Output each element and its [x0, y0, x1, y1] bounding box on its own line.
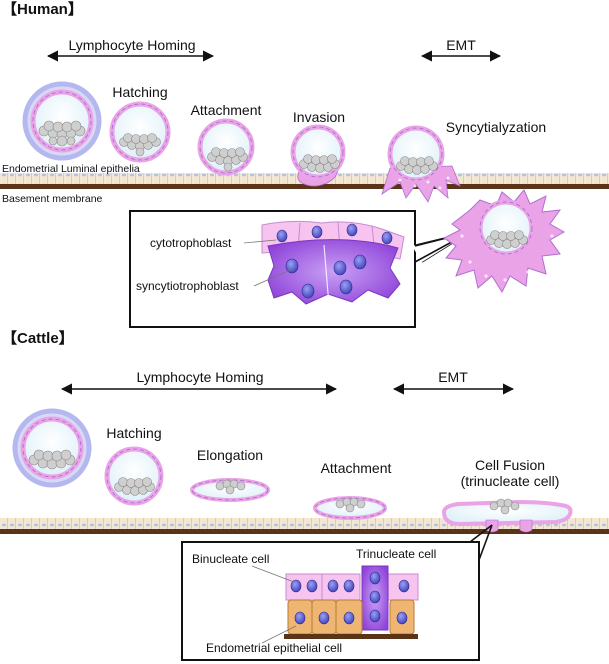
human-inset-nuclei [276, 223, 393, 299]
human-inset-enlarged-syncytialyzation [443, 189, 566, 294]
cattle-inset-label-binucleate: Binucleate cell [192, 552, 269, 566]
human-lymphocyte-homing-arrow: Lymphocyte Homing [46, 37, 215, 62]
human-stage-label-syncytialyzation: Syncytialyzation [446, 119, 546, 135]
cattle-lymphocyte-homing-label: Lymphocyte Homing [136, 369, 263, 385]
cattle-emt-arrow: EMT [392, 369, 515, 395]
cattle-stage-label-elongation: Elongation [197, 447, 263, 463]
cattle-stage-label-cell-fusion: Cell Fusion [475, 457, 545, 473]
human-blastocyst-syncytialyzation [381, 125, 461, 203]
human-basement-membrane-label: Basement membrane [2, 193, 103, 205]
human-stage-label-hatching: Hatching [112, 84, 167, 100]
cattle-endometrial-epithelium [0, 518, 609, 534]
human-stage-label-invasion: Invasion [293, 109, 345, 125]
human-lymphocyte-homing-label: Lymphocyte Homing [68, 37, 195, 53]
cattle-stage-label-hatching: Hatching [106, 425, 161, 441]
human-epithelium-label: Endometrial Luminal epithelia [2, 163, 140, 175]
cattle-stage-label-trinucleate: (trinucleate cell) [461, 473, 560, 489]
cattle-emt-label: EMT [438, 369, 468, 385]
cattle-lymphocyte-homing-arrow: Lymphocyte Homing [60, 369, 338, 395]
human-inset-label-cytotrophoblast: cytotrophoblast [150, 236, 232, 250]
cattle-blastocyst-zona [12, 408, 92, 488]
cattle-inset-label-endometrial: Endometrial epithelial cell [206, 641, 342, 655]
cattle-inset-label-trinucleate: Trinucleate cell [356, 547, 436, 561]
human-blastocyst-zona [22, 81, 102, 161]
human-blastocyst-attachment [197, 118, 255, 176]
cattle-blastocyst-hatching [104, 446, 164, 506]
human-stage-label-attachment: Attachment [191, 102, 262, 118]
human-inset-label-syncytiotrophoblast: syncytiotrophoblast [136, 279, 239, 293]
cattle-blastocyst-elongation [190, 478, 270, 502]
cattle-stage-label-attachment: Attachment [321, 460, 392, 476]
cattle-inset-nuclei [290, 571, 410, 625]
human-blastocyst-invasion [290, 124, 346, 187]
human-emt-arrow: EMT [420, 37, 502, 62]
cattle-section-header: 【Cattle】 [2, 329, 74, 347]
human-inset-syncytiotrophoblast [267, 239, 401, 319]
cattle-blastocyst-attachment [313, 496, 387, 520]
human-emt-label: EMT [446, 37, 476, 53]
human-blastocyst-hatching [109, 101, 171, 163]
human-section-header: 【Human】 [2, 0, 83, 18]
